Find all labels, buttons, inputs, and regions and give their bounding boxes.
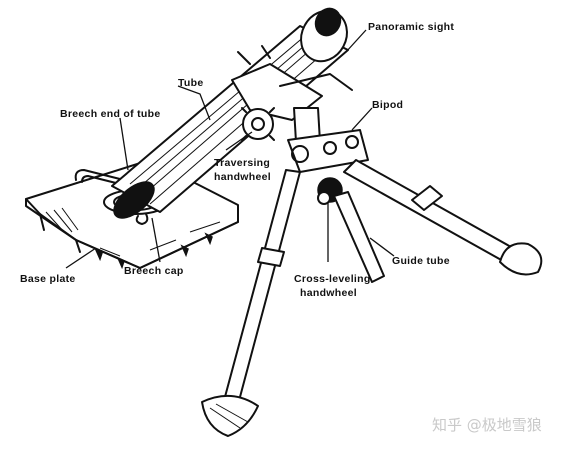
label-cross-leveling-line1: Cross-leveling [294, 273, 371, 285]
label-base-plate: Base plate [20, 273, 76, 285]
leader-lines [65, 29, 395, 269]
label-traversing-line1: Traversing [214, 157, 270, 169]
label-breech-cap: Breech cap [124, 265, 184, 277]
bipod [201, 45, 543, 437]
label-traversing-line2: handwheel [214, 171, 271, 183]
label-panoramic-sight: Panoramic sight [368, 21, 454, 33]
watermark-text: 知乎 @极地雪狼 [432, 416, 542, 434]
label-bipod: Bipod [372, 99, 403, 111]
label-breech-end: Breech end of tube [60, 108, 161, 120]
label-tube: Tube [178, 77, 204, 89]
label-guide-tube: Guide tube [392, 255, 450, 267]
label-cross-leveling-line2: handwheel [300, 287, 357, 299]
